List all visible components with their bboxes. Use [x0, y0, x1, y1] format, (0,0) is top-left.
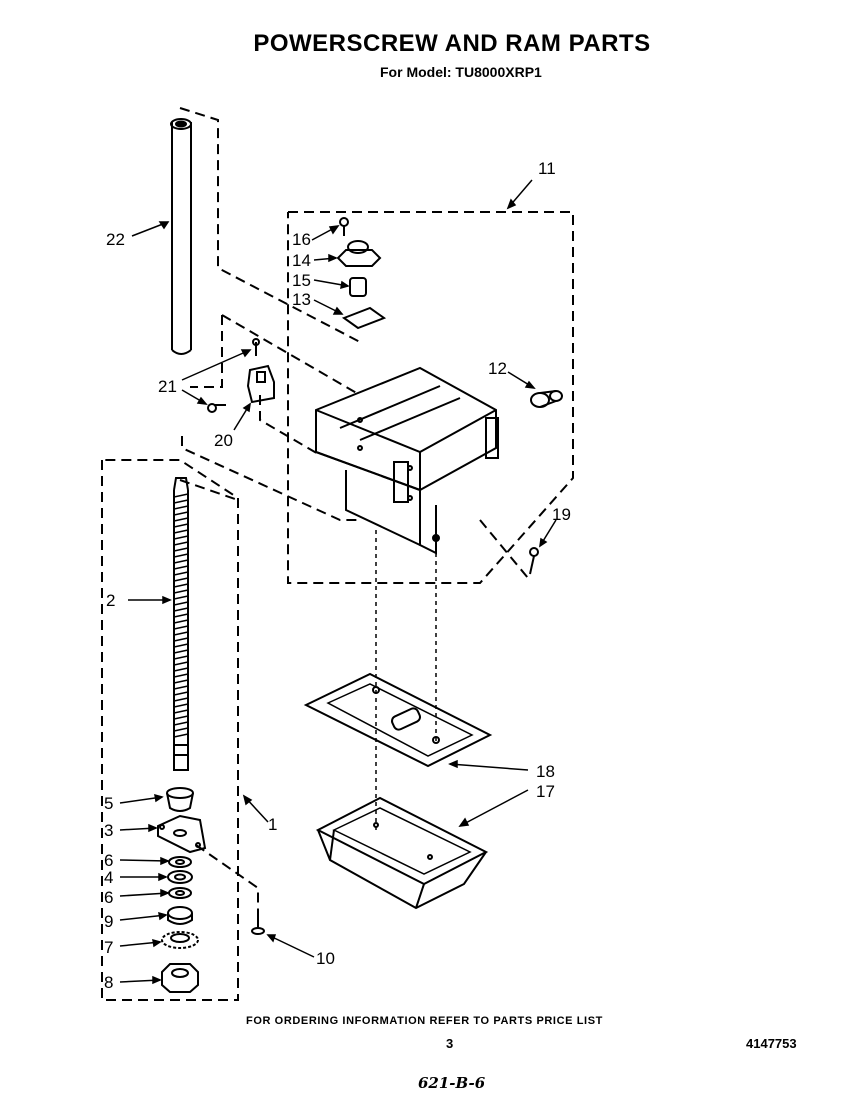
tube-part-22 [170, 118, 192, 355]
bracket20-reference [259, 395, 321, 456]
callout-labels: 22 2 5 3 6 4 6 9 7 8 1 10 11 16 14 15 13… [104, 159, 571, 992]
washer-part-6b [168, 887, 192, 899]
assembly-outlines [101, 107, 574, 1001]
callout-9: 9 [104, 912, 113, 931]
page-title: POWERSCREW AND RAM PARTS [253, 30, 651, 57]
powerscrew-assembly-outline [101, 459, 239, 1001]
bolt-part-10 [251, 915, 265, 935]
alignment-lines [375, 530, 437, 830]
screw19-reference [479, 519, 529, 579]
callout-22: 22 [106, 230, 125, 249]
insert-part-15 [349, 277, 367, 297]
callout-18: 18 [536, 762, 555, 781]
callout-17: 17 [536, 782, 555, 801]
screw-part-19 [529, 547, 539, 575]
callout-3: 3 [104, 821, 113, 840]
ram-body [315, 366, 499, 555]
powerscrew-part-2 [173, 477, 189, 771]
callout-11: 11 [538, 159, 556, 178]
handwritten-code: 621-B-6 [418, 1074, 486, 1092]
model-subtitle: For Model: TU8000XRP1 [380, 64, 542, 80]
callout-7: 7 [104, 938, 113, 957]
bearing-part-9 [167, 906, 193, 925]
callout-6b: 6 [104, 888, 113, 907]
page-number: 3 [446, 1036, 454, 1051]
washer-part-4 [167, 870, 193, 884]
callout-1: 1 [268, 815, 277, 834]
callout-21: 21 [158, 377, 177, 396]
callout-5: 5 [104, 794, 113, 813]
ordering-information-note: FOR ORDERING INFORMATION REFER TO PARTS … [246, 1015, 603, 1027]
plate-part-3 [157, 814, 207, 854]
bracket-reference-line [221, 314, 361, 396]
nut-part-8 [161, 963, 199, 993]
callout-13: 13 [292, 290, 311, 309]
callout-20: 20 [214, 431, 233, 450]
callout-4: 4 [104, 868, 113, 887]
callout-14: 14 [292, 251, 311, 270]
callout-10: 10 [316, 949, 335, 968]
bumper-part-14 [336, 240, 382, 267]
bracket-part-20 [246, 364, 275, 404]
tube-bottom-reference [190, 315, 223, 388]
tube-reference-line [179, 107, 361, 343]
callout-15: 15 [292, 271, 311, 290]
washer-part-6a [168, 856, 192, 868]
bushing-part-5 [166, 787, 194, 812]
pan-part-17 [315, 796, 489, 910]
leader-arrows [119, 179, 557, 985]
callout-2: 2 [106, 591, 115, 610]
screw-reference-line [179, 479, 239, 501]
gasket-part-18 [303, 672, 493, 768]
sprocket-part-7 [161, 931, 199, 949]
ram-assembly-outline [287, 211, 574, 584]
callout-12: 12 [488, 359, 507, 378]
screw-top-reference [181, 436, 360, 521]
callout-16: 16 [292, 230, 311, 249]
screw-part-16 [339, 217, 349, 236]
plate-part-13 [341, 306, 387, 330]
plug-part-12 [530, 390, 563, 408]
callout-6a: 6 [104, 851, 113, 870]
screw-part-21 [207, 338, 260, 413]
callout-19: 19 [552, 505, 571, 524]
document-number: 4147753 [746, 1036, 797, 1051]
callout-8: 8 [104, 973, 113, 992]
bolt10-reference [195, 844, 259, 915]
